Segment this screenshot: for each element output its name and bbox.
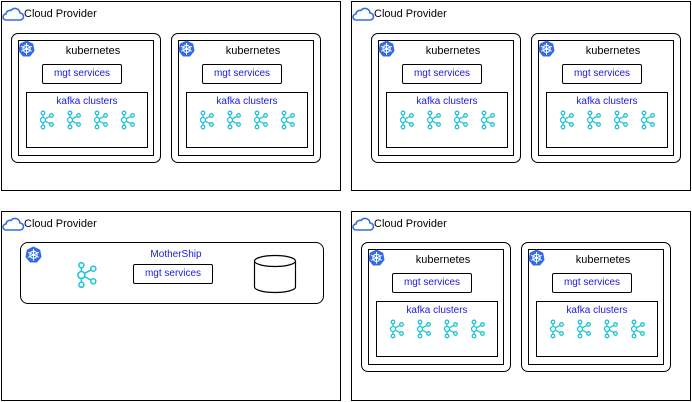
kafka-icon: [601, 319, 621, 339]
cloud-provider-header: Cloud Provider: [352, 3, 447, 25]
kafka-icon: [424, 110, 444, 130]
kafka-icon: [64, 110, 84, 130]
kubernetes-title: kubernetes: [585, 45, 641, 57]
kafka-icon: [638, 110, 658, 130]
kafka-icon: [118, 110, 138, 130]
kafka-clusters-box[interactable]: kafka clusters: [376, 301, 498, 357]
kubernetes-cluster: kubernetes mgt services kafka clusters: [11, 33, 161, 163]
kubernetes-cluster: kubernetes mgt services kafka clusters: [371, 33, 521, 163]
cloud-provider-label: Cloud Provider: [374, 8, 447, 20]
kafka-clusters-title: kafka clusters: [566, 305, 628, 316]
mgt-services-box[interactable]: mgt services: [562, 64, 642, 84]
cloud-provider-label: Cloud Provider: [24, 8, 97, 20]
kafka-icon: [611, 110, 631, 130]
kafka-clusters-title: kafka clusters: [216, 96, 278, 107]
kafka-icon: [73, 261, 101, 289]
kafka-icon: [478, 110, 498, 130]
kubernetes-title: kubernetes: [575, 254, 631, 266]
kafka-icon: [37, 110, 57, 130]
mothership-title: MotherShip: [150, 249, 202, 260]
kafka-icon: [397, 110, 417, 130]
kubernetes-icon: [368, 249, 385, 266]
kubernetes-icon: [18, 40, 35, 57]
cloud-provider-region-3: Cloud Provider MotherShip mgt services: [1, 211, 341, 401]
kubernetes-cluster-inner: [178, 40, 314, 156]
cloud-provider-region-2: Cloud Provider kubernetes mgt services k…: [351, 1, 691, 191]
kubernetes-icon: [378, 40, 395, 57]
cloud-icon: [2, 5, 25, 23]
cloud-provider-header: Cloud Provider: [2, 213, 97, 235]
kubernetes-cluster-inner: [18, 40, 154, 156]
kafka-clusters-title: kafka clusters: [406, 305, 468, 316]
kafka-clusters-title: kafka clusters: [56, 96, 118, 107]
kubernetes-cluster: kubernetes mgt services kafka clusters: [521, 242, 671, 372]
kubernetes-cluster-inner: [378, 40, 514, 156]
kubernetes-cluster: kubernetes mgt services kafka clusters: [361, 242, 511, 372]
kafka-icon: [584, 110, 604, 130]
kubernetes-cluster-inner: [368, 249, 504, 365]
kubernetes-title: kubernetes: [415, 254, 471, 266]
cloud-icon: [352, 215, 375, 233]
kafka-icon: [557, 110, 577, 130]
kubernetes-icon: [528, 249, 545, 266]
kubernetes-title: kubernetes: [225, 45, 281, 57]
kafka-clusters-box[interactable]: kafka clusters: [546, 92, 668, 148]
cloud-provider-region-4: Cloud Provider kubernetes mgt services k…: [351, 211, 691, 401]
kafka-icon: [451, 110, 471, 130]
kafka-clusters-box[interactable]: kafka clusters: [386, 92, 508, 148]
kubernetes-cluster-inner: [528, 249, 664, 365]
kafka-icon: [91, 110, 111, 130]
kafka-clusters-box[interactable]: kafka clusters: [186, 92, 308, 148]
kafka-clusters-title: kafka clusters: [416, 96, 478, 107]
mgt-services-box[interactable]: mgt services: [133, 264, 213, 284]
kafka-clusters-box[interactable]: kafka clusters: [536, 301, 658, 357]
kubernetes-cluster-inner: [538, 40, 674, 156]
kafka-icon: [414, 319, 434, 339]
cloud-provider-header: Cloud Provider: [352, 213, 447, 235]
mgt-services-box[interactable]: mgt services: [42, 64, 122, 84]
cloud-provider-label: Cloud Provider: [24, 218, 97, 230]
mgt-services-box[interactable]: mgt services: [392, 273, 472, 293]
kafka-icon: [547, 319, 567, 339]
cloud-icon: [2, 215, 25, 233]
cloud-provider-region-1: Cloud Provider kubernetes mgt services k…: [1, 1, 341, 191]
mgt-services-box[interactable]: mgt services: [552, 273, 632, 293]
kafka-icon: [574, 319, 594, 339]
kafka-icon: [441, 319, 461, 339]
kubernetes-title: kubernetes: [65, 45, 121, 57]
kubernetes-cluster: kubernetes mgt services kafka clusters: [531, 33, 681, 163]
cloud-provider-label: Cloud Provider: [374, 218, 447, 230]
kafka-icon: [468, 319, 488, 339]
mothership-cluster: MotherShip mgt services: [20, 242, 324, 304]
cloud-icon: [352, 5, 375, 23]
kubernetes-cluster: kubernetes mgt services kafka clusters: [171, 33, 321, 163]
mgt-services-box[interactable]: mgt services: [202, 64, 282, 84]
kubernetes-icon: [25, 246, 42, 263]
kafka-icon: [197, 110, 217, 130]
kubernetes-title: kubernetes: [425, 45, 481, 57]
kubernetes-icon: [538, 40, 555, 57]
kafka-clusters-title: kafka clusters: [576, 96, 638, 107]
kafka-icon: [278, 110, 298, 130]
kafka-icon: [628, 319, 648, 339]
kubernetes-icon: [178, 40, 195, 57]
cloud-provider-header: Cloud Provider: [2, 3, 97, 25]
kafka-icon: [251, 110, 271, 130]
kafka-icon: [224, 110, 244, 130]
mgt-services-box[interactable]: mgt services: [402, 64, 482, 84]
database-icon: [253, 254, 297, 294]
kafka-clusters-box[interactable]: kafka clusters: [26, 92, 148, 148]
kafka-icon: [387, 319, 407, 339]
